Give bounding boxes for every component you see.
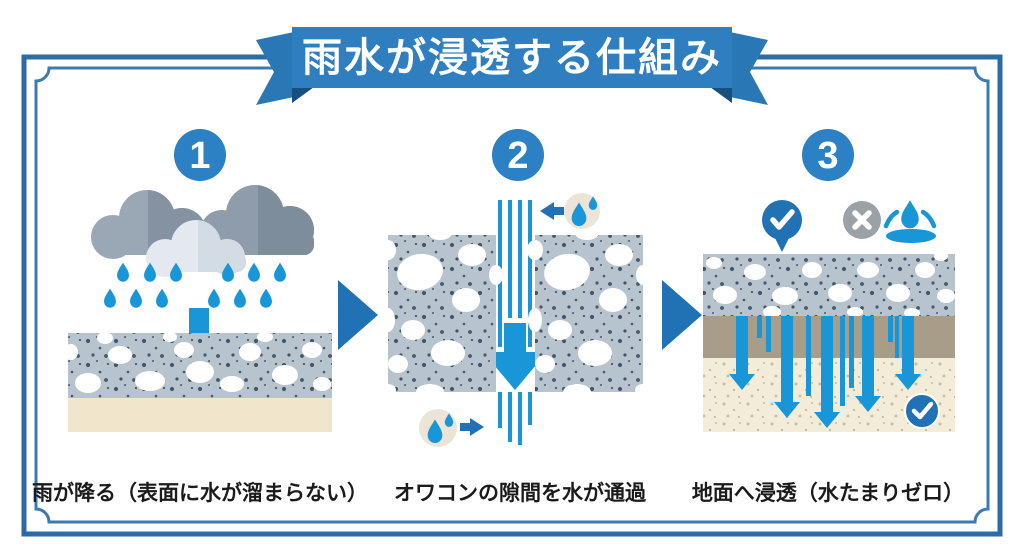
infographic-title: 雨水が浸透する仕組み <box>302 36 722 80</box>
porous-concrete-block-right <box>527 226 651 400</box>
puddle-splash-icon <box>883 200 937 243</box>
porous-pavement-layer <box>703 251 955 318</box>
ribbon-band <box>292 27 732 88</box>
step-2-panel: 2 <box>380 129 651 505</box>
check-bubble-icon <box>762 200 802 252</box>
ribbon-fold-left <box>292 87 314 103</box>
ribbon-tail-right <box>730 32 768 105</box>
step-1-number: 1 <box>189 135 210 177</box>
check-circle-icon <box>904 393 940 429</box>
porous-concrete-block-left <box>380 226 503 400</box>
water-drops-badge-icon <box>419 409 484 447</box>
step-2-number-badge: 2 <box>492 129 544 181</box>
step-3-panel: 3 <box>692 129 964 505</box>
ribbon-tail-left <box>256 32 294 105</box>
step-1-caption: 雨が降る（表面に水が溜まらない） <box>32 481 368 505</box>
porous-pavement-layer <box>64 332 332 398</box>
soil-base-layer <box>68 398 332 432</box>
step-3-number: 3 <box>817 135 838 177</box>
left-arrow-icon <box>540 202 564 220</box>
no-puddle-x-icon <box>843 201 881 239</box>
title-ribbon-banner: 雨水が浸透する仕組み <box>256 27 768 105</box>
step-2-number: 2 <box>507 135 528 177</box>
next-step-arrow-icon <box>338 280 378 350</box>
down-arrow-icon <box>483 323 547 390</box>
step-1-number-badge: 1 <box>174 129 226 181</box>
ribbon-fold-right <box>710 87 732 103</box>
water-flow-lines <box>498 200 532 445</box>
rain-cloud-icon <box>91 185 314 277</box>
next-step-arrow-icon <box>662 280 702 350</box>
step-1-panel: 1 <box>32 129 368 505</box>
step-3-number-badge: 3 <box>802 129 854 181</box>
right-arrow-icon <box>460 418 484 436</box>
step-2-caption: オワコンの隙間を水が通過 <box>394 481 647 505</box>
water-drops-badge-icon <box>540 193 600 229</box>
infiltration-arrows <box>729 316 921 428</box>
step-3-caption: 地面へ浸透（水たまりゼロ） <box>692 481 964 505</box>
